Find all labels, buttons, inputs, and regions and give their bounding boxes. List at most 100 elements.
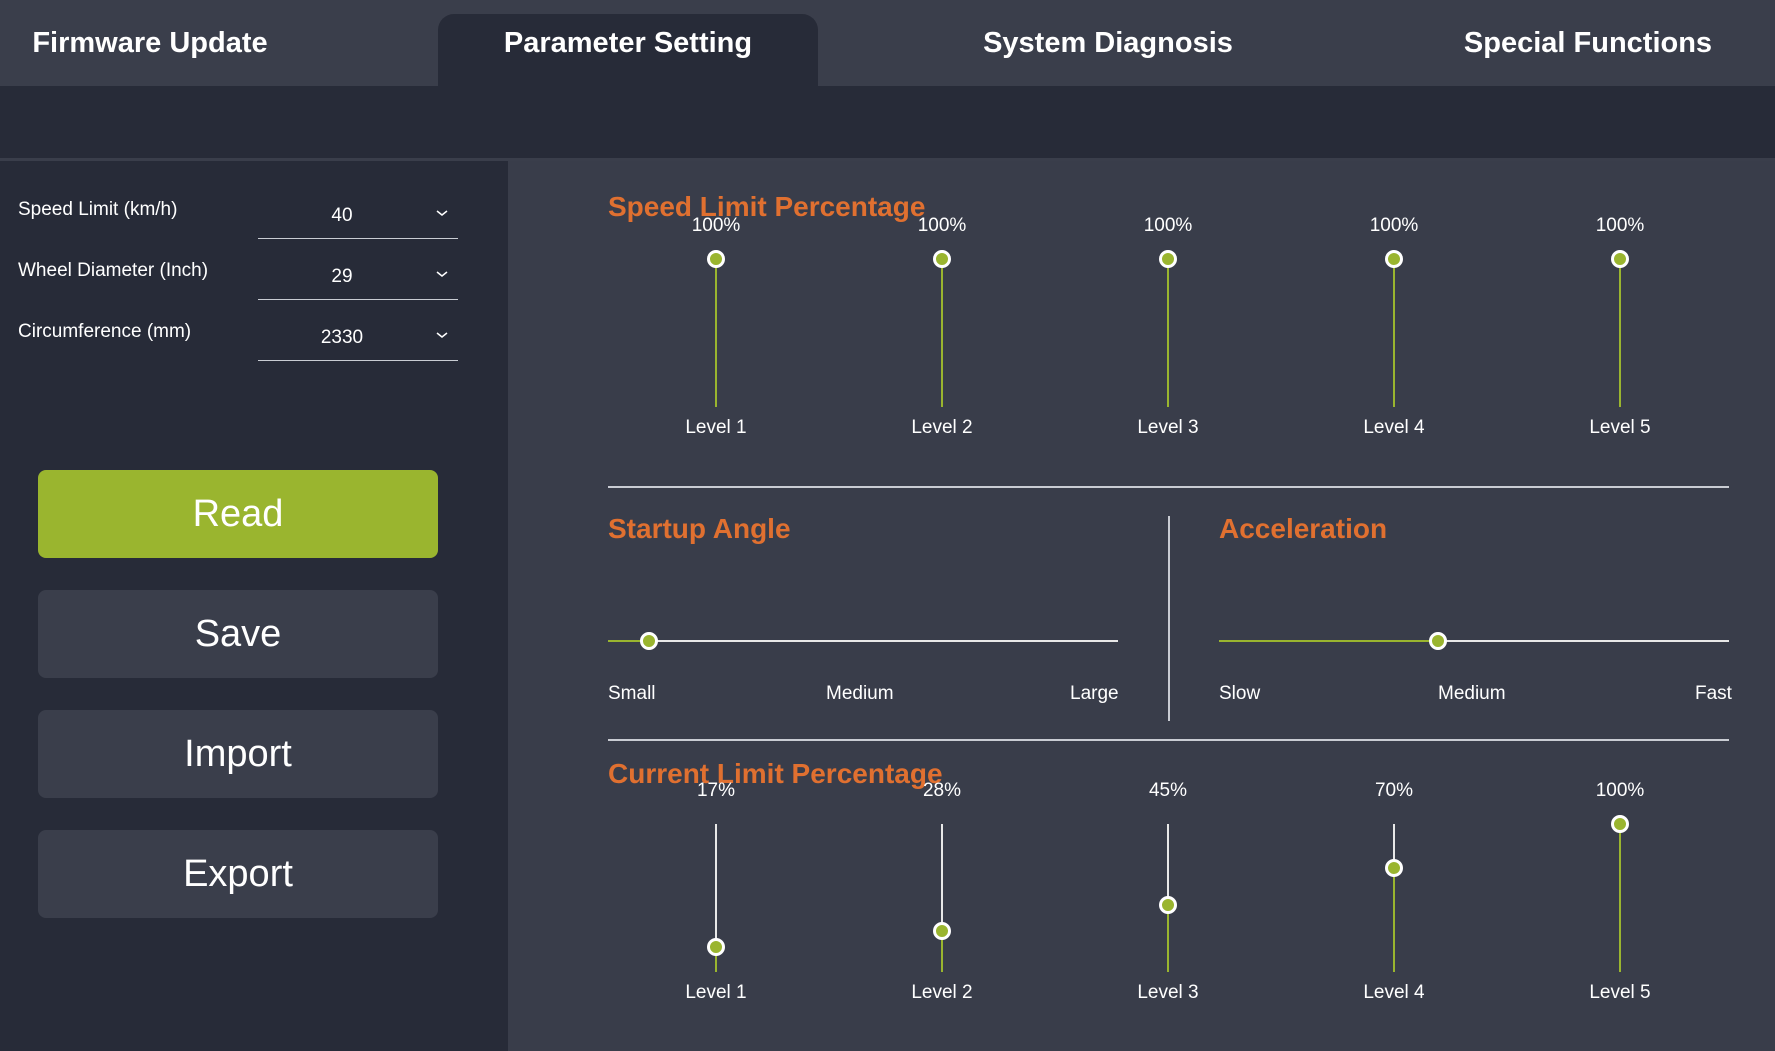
level-slider[interactable]: 17% Level 1 [656,726,776,1003]
export-button[interactable]: Export [38,830,438,918]
speed-limit-row: Speed Limit (km/h) 40 [18,189,458,239]
slider-thumb[interactable] [1385,859,1403,878]
circumference-value: 2330 [320,327,364,348]
chevron-down-icon [436,271,448,277]
save-button[interactable]: Save [38,590,438,678]
level-percent: 100% [1143,215,1193,236]
slider-thumb[interactable] [933,250,951,268]
level-label: Level 2 [911,417,973,438]
slider-thumb[interactable] [639,632,658,650]
import-button[interactable]: Import [38,710,438,798]
slider-fill [1619,824,1621,972]
slider-fill [1619,259,1621,407]
level-label: Level 2 [911,982,973,1003]
level-label: Level 5 [1589,982,1651,1003]
level-percent: 70% [1374,780,1414,801]
startup-angle-medium: Medium [826,683,894,704]
slider-thumb[interactable] [1611,250,1629,268]
slider-thumb[interactable] [1385,250,1403,268]
slider-fill [715,259,717,407]
slider-fill [941,259,943,407]
level-slider[interactable]: 100% Level 5 [1560,161,1680,438]
current-limit-title: Current Limit Percentage [608,758,943,789]
slider-track [1219,640,1729,642]
level-slider[interactable]: 100% Level 1 [656,161,776,438]
slider-fill [1393,868,1395,972]
level-percent: 100% [1595,215,1645,236]
tab-firmware-update[interactable]: Firmware Update [32,26,268,59]
acceleration-medium: Medium [1438,683,1506,704]
slider-thumb[interactable] [707,937,725,956]
slider-fill [941,930,943,972]
level-percent: 45% [1148,780,1188,801]
acceleration-title: Acceleration [1219,513,1388,544]
tab-parameter-setting[interactable]: Parameter Setting [438,14,818,86]
level-label: Level 5 [1589,417,1651,438]
level-percent: 100% [1369,215,1419,236]
level-label: Level 1 [685,417,747,438]
circumference-row: Circumference (mm) 2330 [18,311,458,361]
divider [0,158,1775,161]
level-slider[interactable]: 70% Level 4 [1334,726,1454,1003]
level-slider[interactable]: 28% Level 2 [882,726,1002,1003]
slider-fill [1219,640,1439,642]
level-percent: 17% [696,780,736,801]
level-slider[interactable]: 45% Level 3 [1108,726,1228,1003]
tab-system-diagnosis[interactable]: System Diagnosis [983,26,1233,59]
speed-limit-select[interactable]: 40 [258,189,458,239]
slider-fill [608,640,649,642]
level-percent: 100% [1595,780,1645,801]
slider-thumb[interactable] [1611,815,1629,833]
tab-bar: Firmware Update Parameter Setting System… [0,0,1775,86]
level-label: Level 4 [1363,417,1425,438]
main-panel: Speed Limit Percentage 100% Level 1 100% Le… [508,161,1775,1051]
chevron-down-icon [436,210,448,216]
acceleration-slow: Slow [1219,683,1261,704]
speed-limit-value: 40 [331,205,353,226]
level-label: Level 3 [1137,982,1199,1003]
startup-angle-small: Small [608,683,656,704]
acceleration-slider[interactable] [1219,626,1729,656]
speed-limit-label: Speed Limit (km/h) [18,199,178,220]
circumference-select[interactable]: 2330 [258,311,458,361]
slider-thumb[interactable] [1159,896,1177,915]
slider-track [941,824,943,972]
slider-fill [1167,259,1169,407]
level-slider[interactable]: 100% Level 2 [882,161,1002,438]
tab-special-functions[interactable]: Special Functions [1463,26,1713,59]
slider-thumb[interactable] [933,921,951,940]
slider-fill [1167,905,1169,972]
level-percent: 28% [922,780,962,801]
level-label: Level 3 [1137,417,1199,438]
divider [1168,516,1170,721]
slider-track [608,640,1118,642]
wheel-diameter-select[interactable]: 29 [258,250,458,300]
slider-thumb[interactable] [707,250,725,268]
level-percent: 100% [691,215,741,236]
slider-fill [1393,259,1395,407]
level-slider[interactable]: 100% Level 4 [1334,161,1454,438]
circumference-label: Circumference (mm) [18,321,192,342]
level-slider[interactable]: 100% Level 5 [1560,726,1680,1003]
read-button[interactable]: Read [38,470,438,558]
level-label: Level 4 [1363,982,1425,1003]
level-label: Level 1 [685,982,747,1003]
startup-angle-large: Large [1070,683,1119,704]
wheel-diameter-value: 29 [331,266,353,287]
speed-limit-title: Speed Limit Percentage [608,191,926,222]
slider-track [715,824,717,972]
tab-content-strip [0,86,1775,160]
left-panel: Speed Limit (km/h) 40 Wheel Diameter (In… [0,161,508,1051]
startup-angle-title: Startup Angle [608,513,791,544]
slider-thumb[interactable] [1159,250,1177,268]
acceleration-fast: Fast [1695,683,1732,704]
slider-thumb[interactable] [1429,632,1448,650]
wheel-diameter-row: Wheel Diameter (Inch) 29 [18,250,458,300]
chevron-down-icon [436,332,448,338]
divider [608,739,1729,741]
wheel-diameter-label: Wheel Diameter (Inch) [18,260,209,281]
level-percent: 100% [917,215,967,236]
startup-angle-slider[interactable] [608,626,1118,656]
level-slider[interactable]: 100% Level 3 [1108,161,1228,438]
divider [608,486,1729,488]
